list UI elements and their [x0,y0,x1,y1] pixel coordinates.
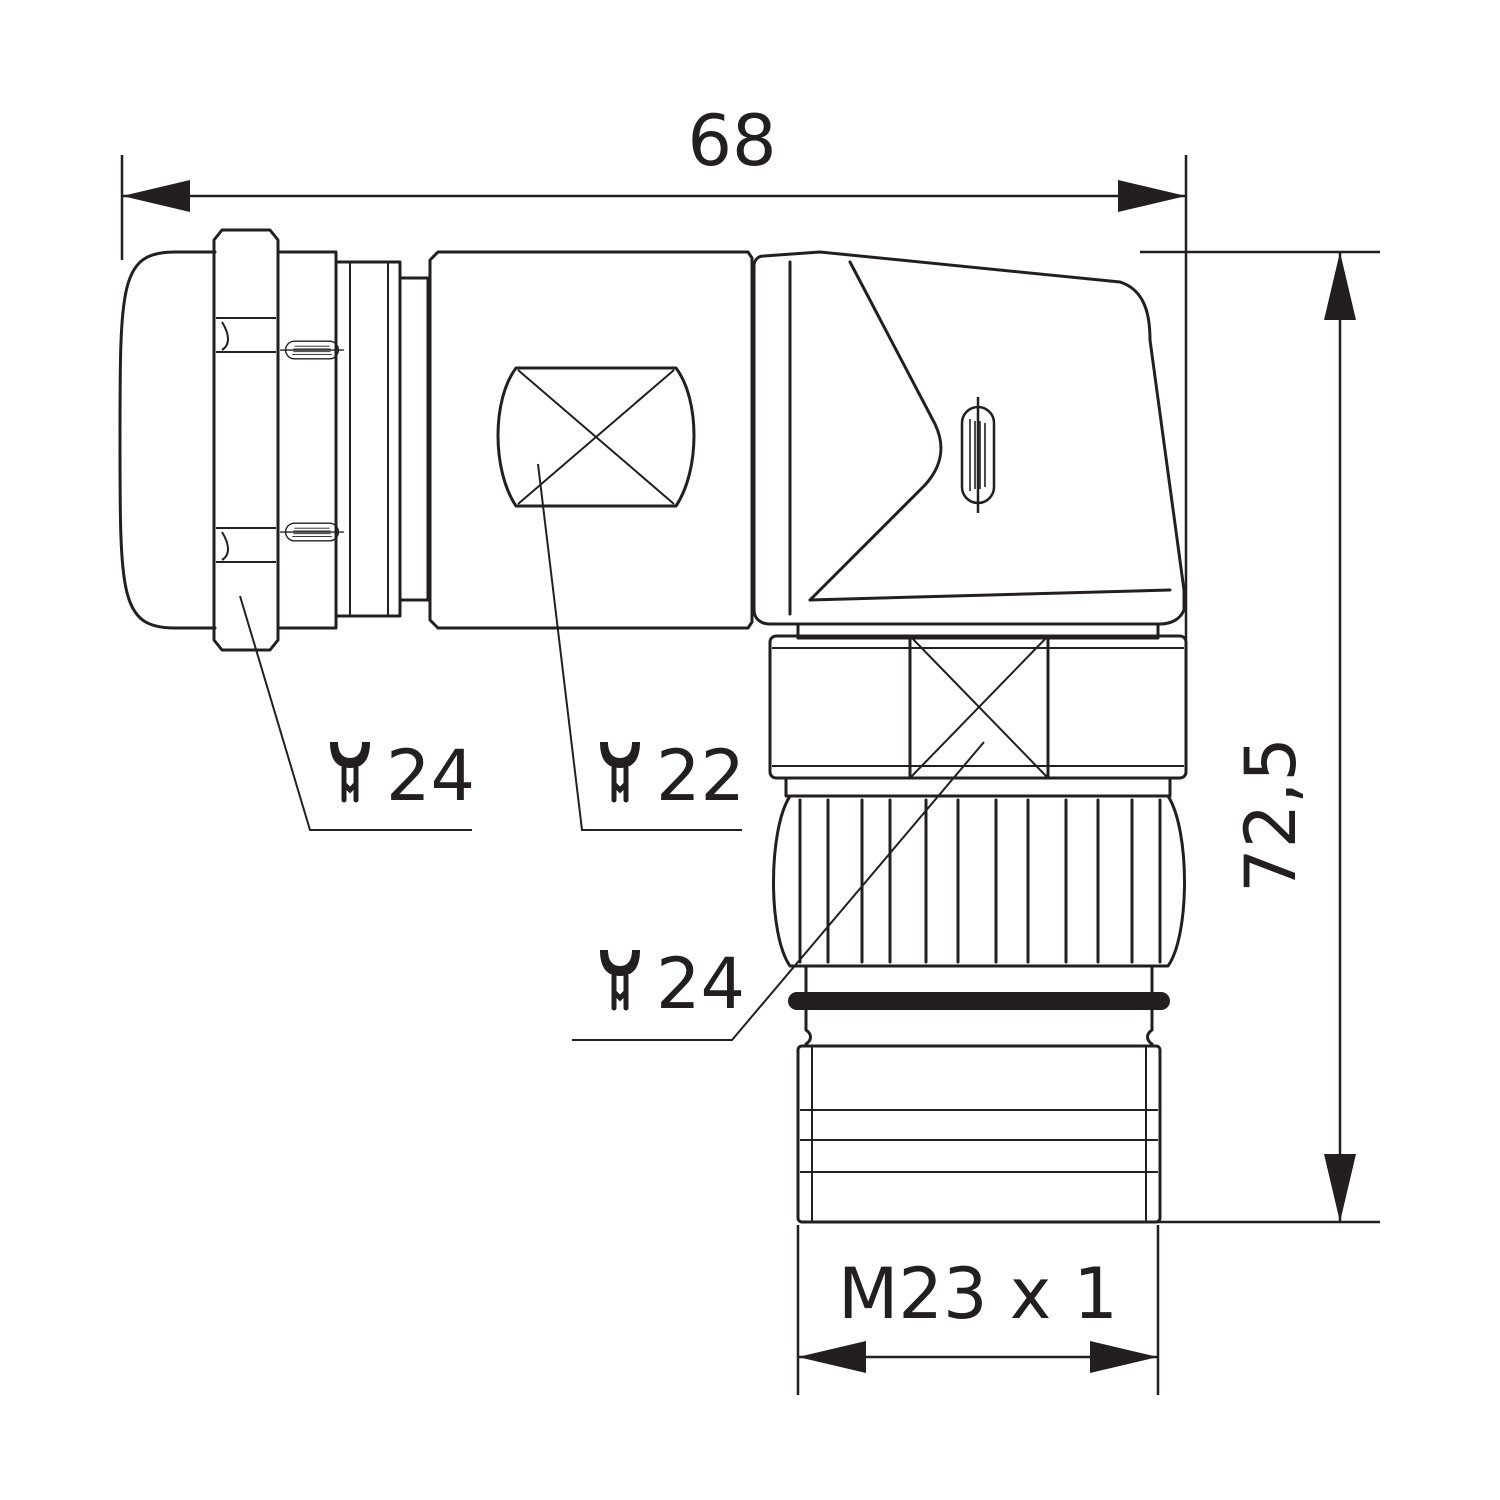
width-label: 68 [687,100,776,182]
thread-dimension: M23 x 1 [796,1225,1160,1395]
width-dimension: 68 [120,100,1188,640]
callout-coupling-nut: 24 [572,741,985,1041]
main-body [428,250,754,630]
coupling-wrench-flat [908,634,1050,780]
angled-housing [752,250,1186,626]
gland-nut-size: 24 [386,735,475,817]
thread-label: M23 x 1 [838,1253,1118,1335]
callout-gland-nut: 24 [239,595,475,831]
o-ring [788,992,1170,1010]
gland-hex-nut [212,228,345,652]
body-wrench-flat [496,366,696,508]
callout-body-flats: 22 [537,463,745,831]
threaded-insert [796,964,1162,1224]
coupling-hex [768,622,1188,780]
height-dimension: 72,5 [1140,250,1380,1224]
wrench-icon [600,742,640,800]
knurled-coupling-nut [772,776,1186,968]
gland-neck [334,260,430,618]
wrench-icon [330,742,370,800]
height-label: 72,5 [1230,737,1312,893]
cable-gland-dome [118,250,217,630]
wrench-icon [600,950,640,1008]
hummel-logo [960,395,996,515]
coupling-nut-size: 24 [656,943,745,1025]
body-flats-size: 22 [656,735,745,817]
hummel-logo [279,340,345,360]
hummel-logo [279,522,345,542]
